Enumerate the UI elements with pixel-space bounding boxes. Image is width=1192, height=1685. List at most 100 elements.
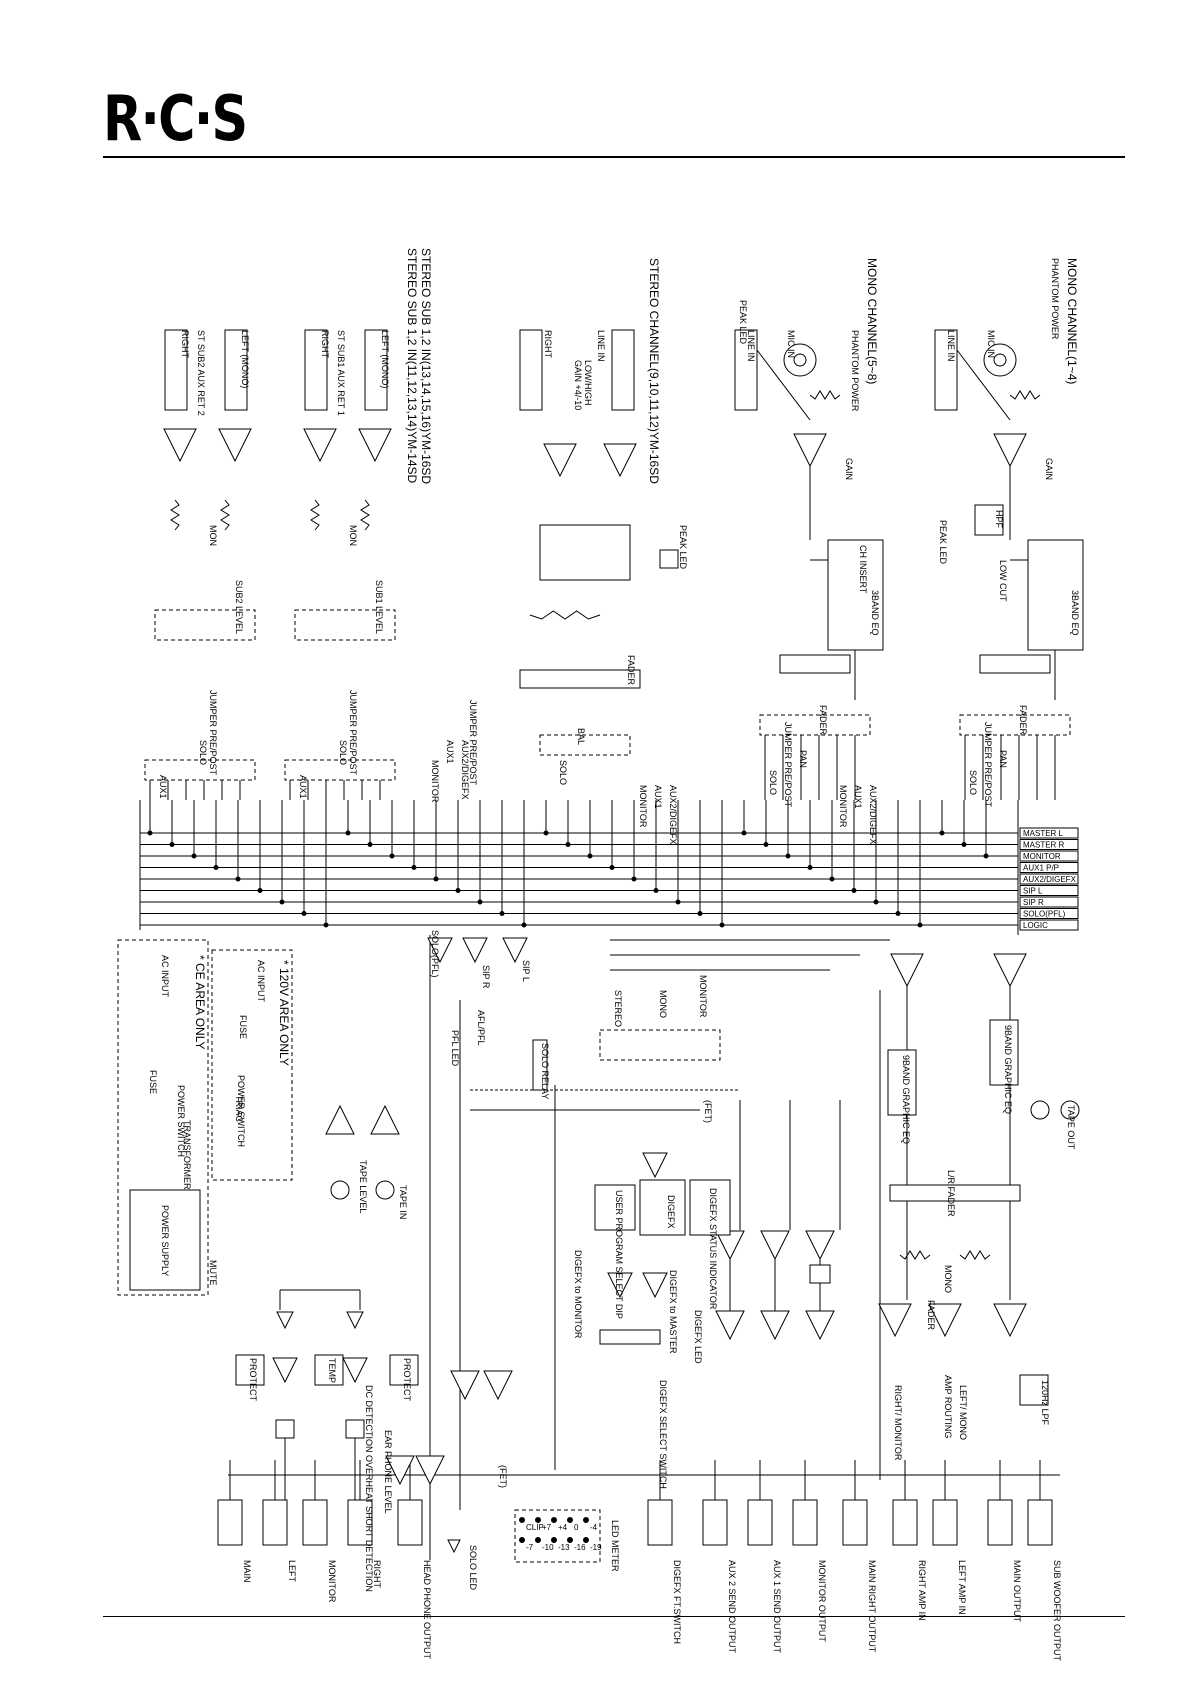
master-res-1	[899, 1250, 931, 1260]
send-amp-bot-2	[805, 1310, 835, 1341]
peak-led-2: PEAK LED	[738, 300, 748, 345]
solo-relay-block	[532, 1039, 548, 1091]
digefx-to-master-label: DIGEFX to MASTER	[668, 1270, 678, 1354]
fader-label-2: FADER	[818, 705, 828, 736]
junction-dot	[829, 876, 835, 882]
output-label-12: LEFT	[287, 1560, 297, 1583]
aux2-label-2: AUX2/DIGEFX	[668, 785, 678, 845]
junction-dot	[939, 830, 945, 836]
footer-rule	[103, 1616, 1125, 1617]
solo-amp-b	[483, 1370, 513, 1401]
led-meter-block	[514, 1509, 601, 1563]
junction-dot	[565, 842, 571, 847]
junction-dot	[609, 865, 615, 870]
right-monitor-label: RIGHT/ MONITOR	[893, 1385, 903, 1461]
junction-dot	[653, 888, 659, 893]
mono-strip-1-eq	[1027, 539, 1084, 651]
monitor-label-1: MONITOR	[838, 785, 848, 828]
bus-label-8: LOGIC	[1023, 921, 1048, 930]
digefx-fader	[599, 1329, 661, 1345]
led-meter-label: LED METER	[610, 1520, 620, 1572]
junction-dot	[235, 876, 241, 882]
digefx-block	[639, 1179, 686, 1236]
stereo-line-in-l: LINE IN	[596, 330, 606, 362]
pre-amp-r	[346, 1311, 364, 1330]
meter-label-4: -4	[590, 1523, 598, 1532]
tape-in-jack-l	[330, 1180, 350, 1200]
stereo-sub-1-level	[294, 609, 396, 641]
sip-l-amp	[502, 937, 528, 964]
output-label-6: AUX 1 SEND OUTPUT	[772, 1560, 782, 1654]
stereo-sub-1-amp-r	[303, 428, 337, 463]
output-jack-8	[647, 1499, 673, 1546]
bus-tag-0	[1019, 827, 1079, 839]
send-amp-bot-1	[760, 1310, 790, 1341]
power-box-ce	[117, 939, 209, 1296]
output-label-0: SUB WOOFER OUTPUT	[1052, 1560, 1062, 1662]
ac-input-label-1: AC INPUT	[256, 960, 266, 1003]
phantom-label-2: PHANTOM POWER	[850, 330, 860, 412]
meter-label-7: -13	[558, 1543, 570, 1552]
solo-relay-label: SOLO RELAY	[540, 1043, 550, 1099]
sub1-jumper-label: JUMPER PRE/POST	[348, 690, 358, 776]
mono-fader-label: FADER	[926, 1300, 936, 1331]
stereo-sub-1-amp-l	[358, 428, 392, 463]
protect-right	[389, 1354, 419, 1386]
components	[117, 329, 1084, 1563]
output-jack-4	[842, 1499, 868, 1546]
stereo-fader-label: FADER	[626, 655, 636, 686]
output-jack-5	[792, 1499, 818, 1546]
junction-dot	[345, 830, 351, 836]
fuse-label-1: FUSE	[238, 1015, 248, 1039]
l-block	[275, 1419, 295, 1439]
solo-pfl-label: SOLO(PFL)	[430, 930, 440, 978]
pwr-amp-l	[272, 1357, 298, 1384]
meter-led-0	[519, 1517, 525, 1523]
pre-amp-l	[276, 1311, 294, 1330]
bus-label-0: MASTER L	[1023, 829, 1064, 838]
mono-strip-2-r1	[809, 390, 841, 400]
stereo-preamp-l	[603, 443, 637, 478]
pwr-amp-r	[342, 1357, 368, 1384]
bal-label: BAL	[576, 728, 586, 745]
master-amp-l	[993, 953, 1027, 988]
mono-strip-1-switches	[959, 714, 1071, 736]
digefx-to-master-amp	[607, 1272, 633, 1299]
tape-out-l	[1030, 1100, 1050, 1120]
tape-in-jack-r	[375, 1180, 395, 1200]
stereo-sub-2-switches	[144, 759, 256, 781]
title-mono-5-8: MONO CHANNEL(5~8)	[865, 258, 879, 384]
stereo-peak-led	[659, 549, 679, 569]
stereo-res	[529, 610, 601, 620]
sip-r-label: SIP R	[481, 965, 491, 989]
bus-tag-1	[1019, 839, 1079, 850]
mic-in-label-2: MIC IN	[786, 330, 796, 358]
master-amp-r	[890, 953, 924, 988]
meter-label-0: CLIP	[526, 1523, 544, 1532]
power-box-120v	[211, 949, 293, 1181]
junction-dot	[631, 876, 637, 882]
stereo-preamp-r	[543, 443, 577, 478]
tape-level-label: TAPE LEVEL	[358, 1160, 368, 1213]
digefx-label: DIGEFX	[666, 1195, 676, 1229]
stereo-sub-1-jack-l	[364, 329, 388, 411]
aux1-label-2: AUX1	[653, 785, 663, 809]
aux1-label-1: AUX1	[853, 785, 863, 809]
output-jack-9	[397, 1499, 423, 1546]
stereo-sub-2-level	[154, 609, 256, 641]
header-rule	[103, 156, 1125, 158]
pan-label-1: PAN	[998, 750, 1008, 768]
junction-dot	[873, 899, 879, 905]
pfl-led-label: PFL LED	[450, 1030, 460, 1067]
sub2-right-label: RIGHT	[180, 330, 190, 359]
output-label-11: MONITOR	[327, 1560, 337, 1603]
bus-label-7: SOLO(PFL)	[1023, 910, 1066, 919]
out-amp-2	[928, 1303, 962, 1338]
sub1-level-label: SUB1 LEVEL	[374, 580, 384, 634]
mic-in-label-1: MIC IN	[986, 330, 996, 358]
bus-tag-4	[1019, 873, 1079, 885]
output-label-9: HEAD PHONE OUTPUT	[422, 1560, 432, 1660]
sip-l-label: SIP L	[521, 960, 531, 982]
transformer-label: TRANSFORMER	[182, 1120, 192, 1190]
junction-dot	[521, 922, 527, 928]
